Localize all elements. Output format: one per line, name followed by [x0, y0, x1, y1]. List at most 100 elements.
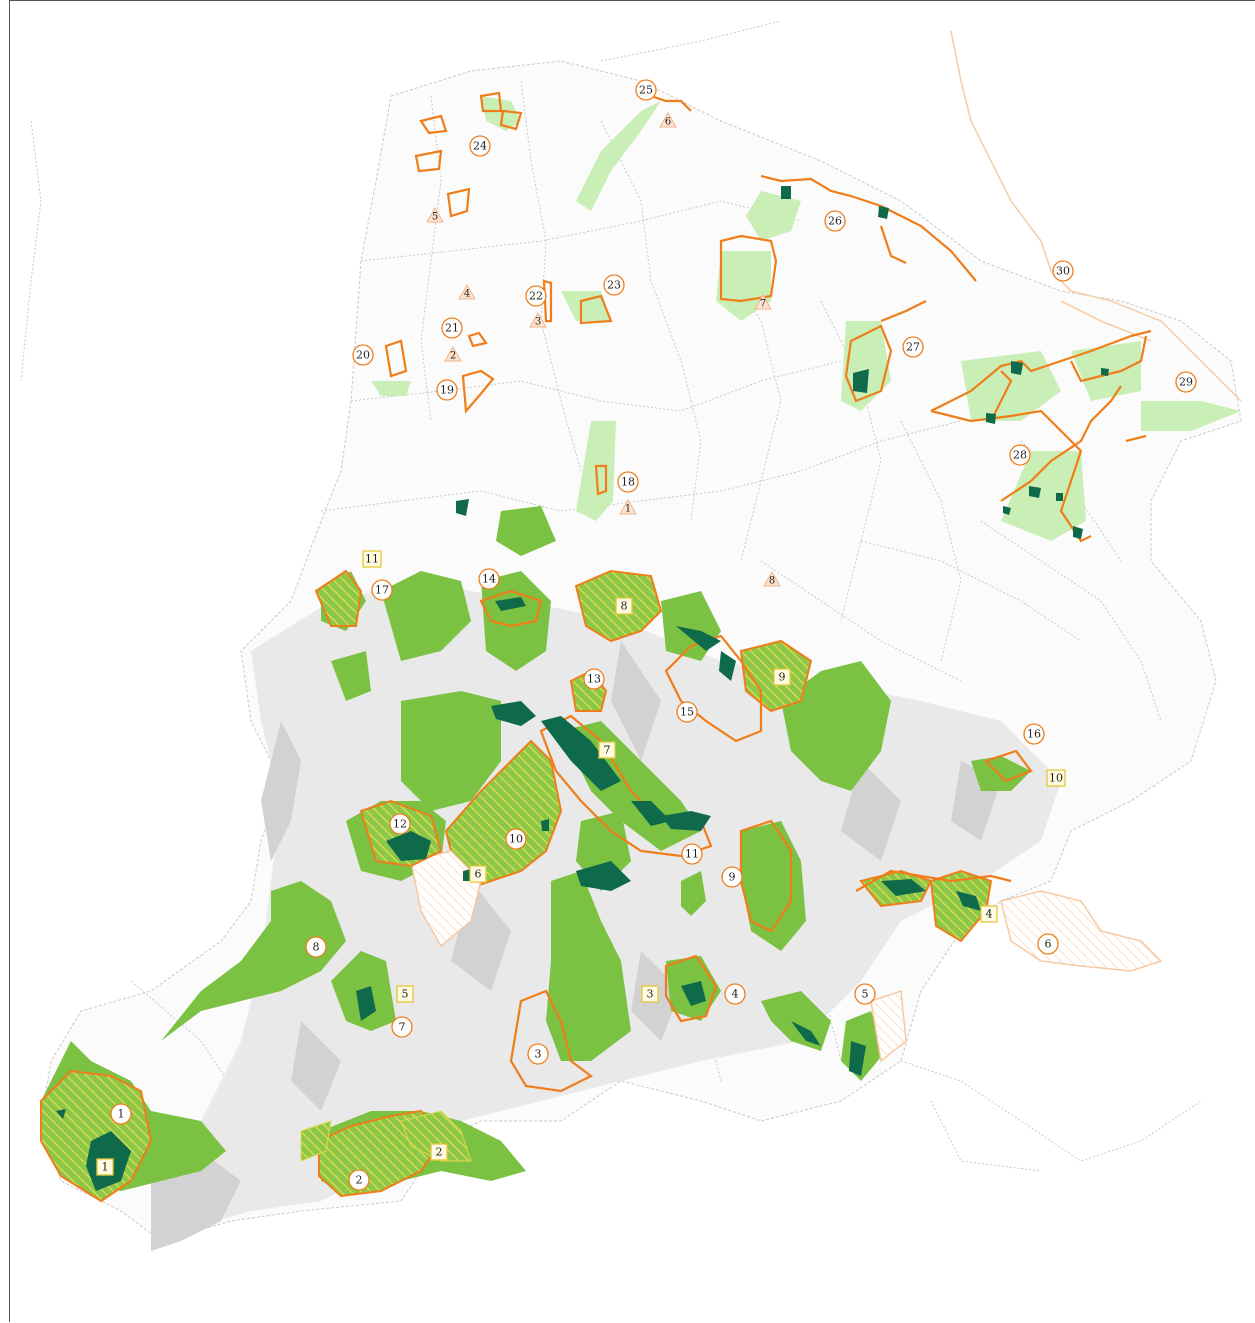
svg-text:11: 11: [685, 848, 699, 861]
svg-text:2: 2: [436, 1146, 443, 1159]
triangle-label-1[interactable]: 1: [619, 498, 637, 515]
circle-label-10[interactable]: 10: [505, 828, 527, 850]
square-labels: 1 2 3 4 5 6 7 8 9 10 11: [96, 550, 1066, 1176]
svg-text:14: 14: [482, 573, 496, 586]
triangle-label-8[interactable]: 8: [763, 570, 781, 587]
svg-text:18: 18: [621, 476, 635, 489]
circle-label-8[interactable]: 8: [305, 936, 327, 958]
circle-label-4[interactable]: 4: [724, 983, 746, 1005]
circle-label-6[interactable]: 6: [1037, 933, 1059, 955]
circle-label-3[interactable]: 3: [527, 1043, 549, 1065]
circle-label-29[interactable]: 29: [1175, 371, 1197, 393]
svg-text:27: 27: [906, 341, 920, 354]
circle-label-27[interactable]: 27: [902, 336, 924, 358]
square-label-10[interactable]: 10: [1046, 769, 1066, 787]
square-label-6[interactable]: 6: [469, 865, 487, 883]
svg-text:4: 4: [732, 988, 739, 1001]
circle-label-19[interactable]: 19: [436, 379, 458, 401]
circle-labels: 1 2 3 4 5 6 7 8 9 10 11 12 13 14 15 16 1…: [110, 79, 1197, 1191]
svg-text:3: 3: [647, 988, 654, 1001]
svg-text:22: 22: [529, 290, 543, 303]
svg-text:8: 8: [621, 600, 628, 613]
map-frame: 1 2 3 4 5 6 7 8 9 10 11 12 13 14 15 16 1…: [9, 0, 1255, 1322]
svg-text:12: 12: [393, 818, 407, 831]
svg-text:7: 7: [399, 1021, 406, 1034]
circle-label-17[interactable]: 17: [371, 579, 393, 601]
circle-label-25[interactable]: 25: [635, 79, 657, 101]
svg-text:13: 13: [587, 673, 601, 686]
circle-label-13[interactable]: 13: [583, 668, 605, 690]
circle-label-24[interactable]: 24: [469, 135, 491, 157]
triangle-label-7[interactable]: 7: [754, 293, 772, 310]
square-label-2[interactable]: 2: [430, 1143, 448, 1161]
svg-text:7: 7: [760, 299, 766, 310]
svg-text:9: 9: [779, 671, 786, 684]
svg-text:21: 21: [445, 322, 459, 335]
svg-text:30: 30: [1056, 265, 1070, 278]
svg-text:20: 20: [356, 349, 370, 362]
svg-text:29: 29: [1179, 376, 1193, 389]
svg-text:26: 26: [828, 215, 842, 228]
svg-text:3: 3: [535, 317, 541, 328]
circle-label-9[interactable]: 9: [721, 866, 743, 888]
circle-label-5[interactable]: 5: [854, 983, 876, 1005]
svg-text:4: 4: [464, 289, 470, 300]
svg-text:3: 3: [535, 1048, 542, 1061]
triangle-label-3[interactable]: 3: [529, 311, 547, 328]
svg-text:5: 5: [862, 988, 869, 1001]
svg-text:16: 16: [1027, 728, 1041, 741]
square-label-11[interactable]: 11: [362, 550, 382, 568]
triangle-label-5[interactable]: 5: [426, 206, 444, 223]
circle-label-22[interactable]: 22: [525, 285, 547, 307]
square-label-4[interactable]: 4: [980, 905, 998, 923]
svg-text:5: 5: [402, 988, 409, 1001]
circle-label-30[interactable]: 30: [1052, 260, 1074, 282]
circle-label-2[interactable]: 2: [348, 1169, 370, 1191]
square-label-3[interactable]: 3: [641, 985, 659, 1003]
circle-label-18[interactable]: 18: [617, 471, 639, 493]
circle-label-26[interactable]: 26: [824, 210, 846, 232]
triangle-label-4[interactable]: 4: [458, 283, 476, 300]
triangle-label-2[interactable]: 2: [444, 345, 462, 362]
svg-text:15: 15: [680, 706, 694, 719]
svg-text:24: 24: [473, 140, 487, 153]
svg-text:6: 6: [1045, 938, 1052, 951]
svg-text:11: 11: [365, 553, 379, 566]
svg-text:7: 7: [604, 744, 611, 757]
svg-text:25: 25: [639, 84, 653, 97]
circle-label-12[interactable]: 12: [389, 813, 411, 835]
square-label-1[interactable]: 1: [96, 1158, 114, 1176]
circle-label-28[interactable]: 28: [1009, 444, 1031, 466]
circle-label-1[interactable]: 1: [110, 1103, 132, 1125]
circle-label-20[interactable]: 20: [352, 344, 374, 366]
svg-text:2: 2: [356, 1174, 363, 1187]
svg-text:19: 19: [440, 384, 454, 397]
svg-text:9: 9: [729, 871, 736, 884]
svg-text:1: 1: [102, 1161, 109, 1174]
svg-text:10: 10: [1049, 772, 1063, 785]
square-label-5[interactable]: 5: [396, 985, 414, 1003]
circle-label-11[interactable]: 11: [681, 843, 703, 865]
map-canvas[interactable]: 1 2 3 4 5 6 7 8 9 10 11 12 13 14 15 16 1…: [10, 1, 1255, 1323]
circle-label-23[interactable]: 23: [603, 274, 625, 296]
svg-text:8: 8: [313, 941, 320, 954]
circle-label-7[interactable]: 7: [391, 1016, 413, 1038]
svg-text:1: 1: [118, 1108, 125, 1121]
svg-text:8: 8: [769, 576, 775, 587]
circle-label-16[interactable]: 16: [1023, 723, 1045, 745]
protected-outlines: [384, 91, 1152, 1093]
square-label-9[interactable]: 9: [773, 668, 791, 686]
circle-label-15[interactable]: 15: [676, 701, 698, 723]
svg-text:6: 6: [665, 117, 671, 128]
triangle-label-6[interactable]: 6: [659, 111, 677, 128]
triangle-labels: 1 2 3 4 5 6 7 8: [426, 111, 781, 587]
square-label-8[interactable]: 8: [615, 597, 633, 615]
circle-label-21[interactable]: 21: [441, 317, 463, 339]
square-label-7[interactable]: 7: [598, 741, 616, 759]
circle-label-14[interactable]: 14: [478, 568, 500, 590]
svg-text:1: 1: [625, 504, 631, 515]
svg-text:17: 17: [375, 584, 389, 597]
svg-text:23: 23: [607, 279, 621, 292]
svg-text:4: 4: [986, 908, 993, 921]
svg-text:6: 6: [475, 868, 482, 881]
